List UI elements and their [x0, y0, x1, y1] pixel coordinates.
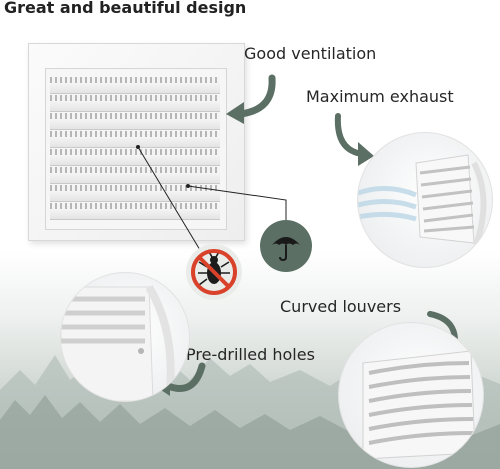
louvers-detail-image: [338, 322, 484, 468]
caption-holes: Pre-drilled holes: [186, 345, 315, 364]
weather-protection-badge: [260, 220, 312, 272]
louver-slat: [50, 149, 220, 166]
vent-grille: [28, 43, 245, 241]
exhaust-detail-image: [357, 132, 493, 268]
caption-exhaust: Maximum exhaust: [306, 87, 454, 106]
curved-arrow-icon: [226, 74, 276, 124]
grille-louver-panel: [45, 68, 227, 230]
louver-slat: [50, 77, 220, 94]
caption-ventilation: Good ventilation: [244, 44, 377, 63]
umbrella-icon: [272, 237, 300, 262]
curved-arrow-icon: [334, 113, 374, 166]
louver-slat: [50, 185, 220, 202]
louver-slat: [50, 113, 220, 130]
page-title: Great and beautiful design: [4, 0, 247, 17]
curved-louvers-illustration: [362, 350, 476, 460]
louver-slat: [50, 131, 220, 148]
louver-slat: [50, 95, 220, 112]
no-insects-badge: [186, 244, 242, 300]
caption-louvers: Curved louvers: [280, 297, 402, 316]
exhaust-airflow-illustration: [358, 154, 487, 246]
grille-corner-illustration: [61, 284, 175, 401]
holes-detail-image: [60, 272, 190, 402]
louver-slat: [50, 167, 220, 184]
no-insects-icon: [191, 249, 237, 295]
louver-slat: [50, 203, 220, 220]
